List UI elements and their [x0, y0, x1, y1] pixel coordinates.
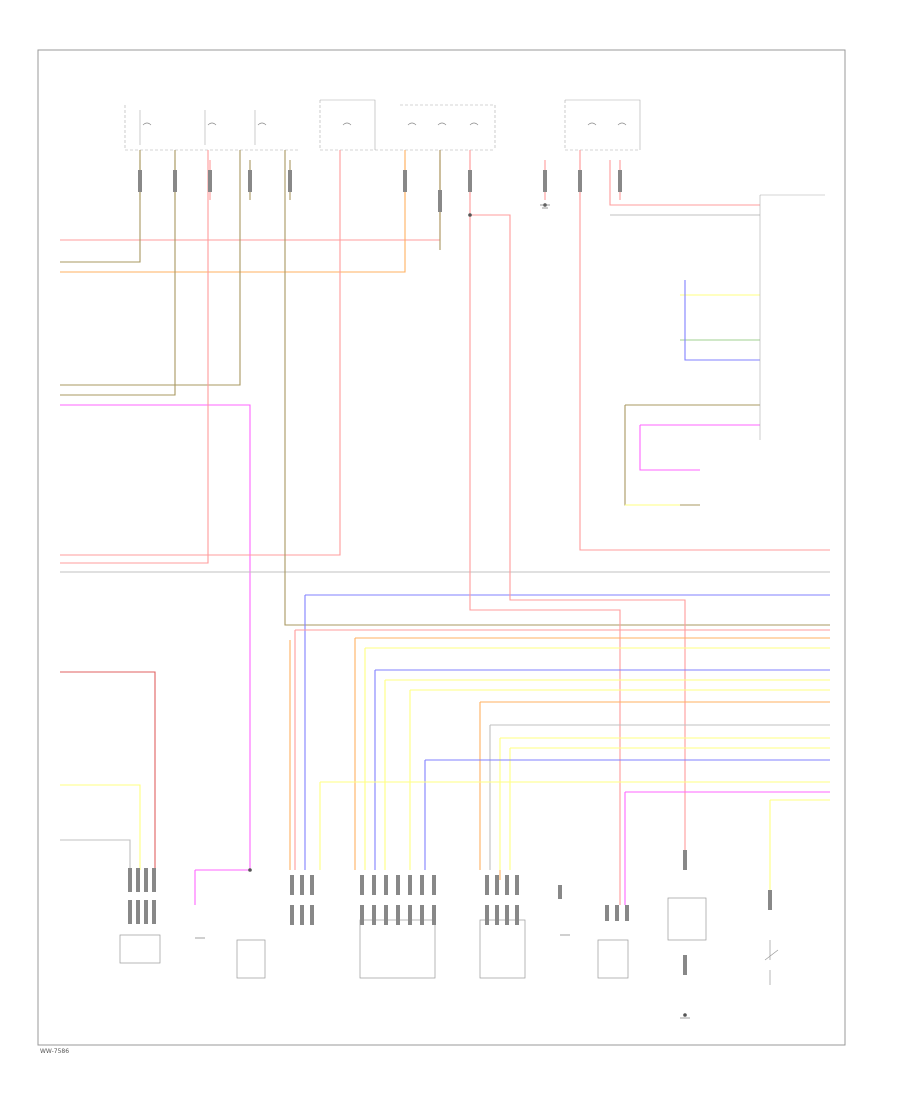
wire-pink-2 [624, 791, 830, 905]
wire-gray-2 [489, 724, 830, 870]
wire-pink-1 [60, 404, 251, 870]
fuse-symbols [142, 122, 627, 126]
right-module [759, 194, 825, 440]
wire-yellow-8 [60, 784, 141, 870]
wire-olive-4 [284, 150, 830, 626]
wire-red-4 [469, 150, 621, 905]
wire-blue-4 [684, 280, 760, 361]
component-switch [764, 940, 779, 985]
wire-blue-1 [304, 594, 830, 870]
diagram-ref-number: WW-7586 [40, 1048, 69, 1055]
wire-yellow-5 [509, 747, 830, 870]
wire-yellow-1 [364, 647, 830, 870]
component-sensor-1 [119, 934, 161, 964]
wire-yellow-7 [769, 799, 830, 890]
wire-yellow-3 [409, 689, 830, 870]
wire-olive-3 [60, 150, 176, 396]
wire-orange-4 [354, 637, 830, 870]
wire-red-7 [294, 629, 830, 870]
wire-red-2 [60, 150, 341, 556]
ground-symbols [195, 204, 690, 1019]
component-sensor-2 [236, 939, 266, 979]
wire-orange-5 [479, 701, 830, 870]
wire-orange-1 [60, 150, 406, 273]
wire-yellow-6 [319, 781, 830, 870]
wire-yellow-4 [499, 737, 830, 870]
wire-yellow-2 [384, 679, 830, 870]
wire-blue-3 [424, 759, 830, 870]
wire-pink-5 [639, 424, 760, 471]
connector-pins [128, 170, 772, 975]
wire-gray-3 [60, 839, 131, 870]
top-fuse-blocks [124, 99, 641, 151]
wire-olive-2 [60, 150, 241, 386]
component-module-1 [359, 919, 436, 979]
wire-darkred-1 [60, 671, 156, 870]
wire-red-3 [60, 150, 209, 564]
wire-red-9 [609, 160, 760, 206]
bottom-components [119, 897, 779, 985]
wire-red-5 [579, 150, 830, 551]
wires [60, 150, 830, 905]
wire-blue-2 [374, 669, 830, 870]
wire-olive-1 [60, 150, 141, 263]
diagram-frame [37, 49, 846, 1046]
wire-red-6 [470, 214, 686, 850]
component-module-4 [667, 897, 707, 941]
wire-olive-5 [624, 404, 760, 506]
component-module-2 [479, 919, 526, 979]
component-module-3 [597, 939, 629, 979]
